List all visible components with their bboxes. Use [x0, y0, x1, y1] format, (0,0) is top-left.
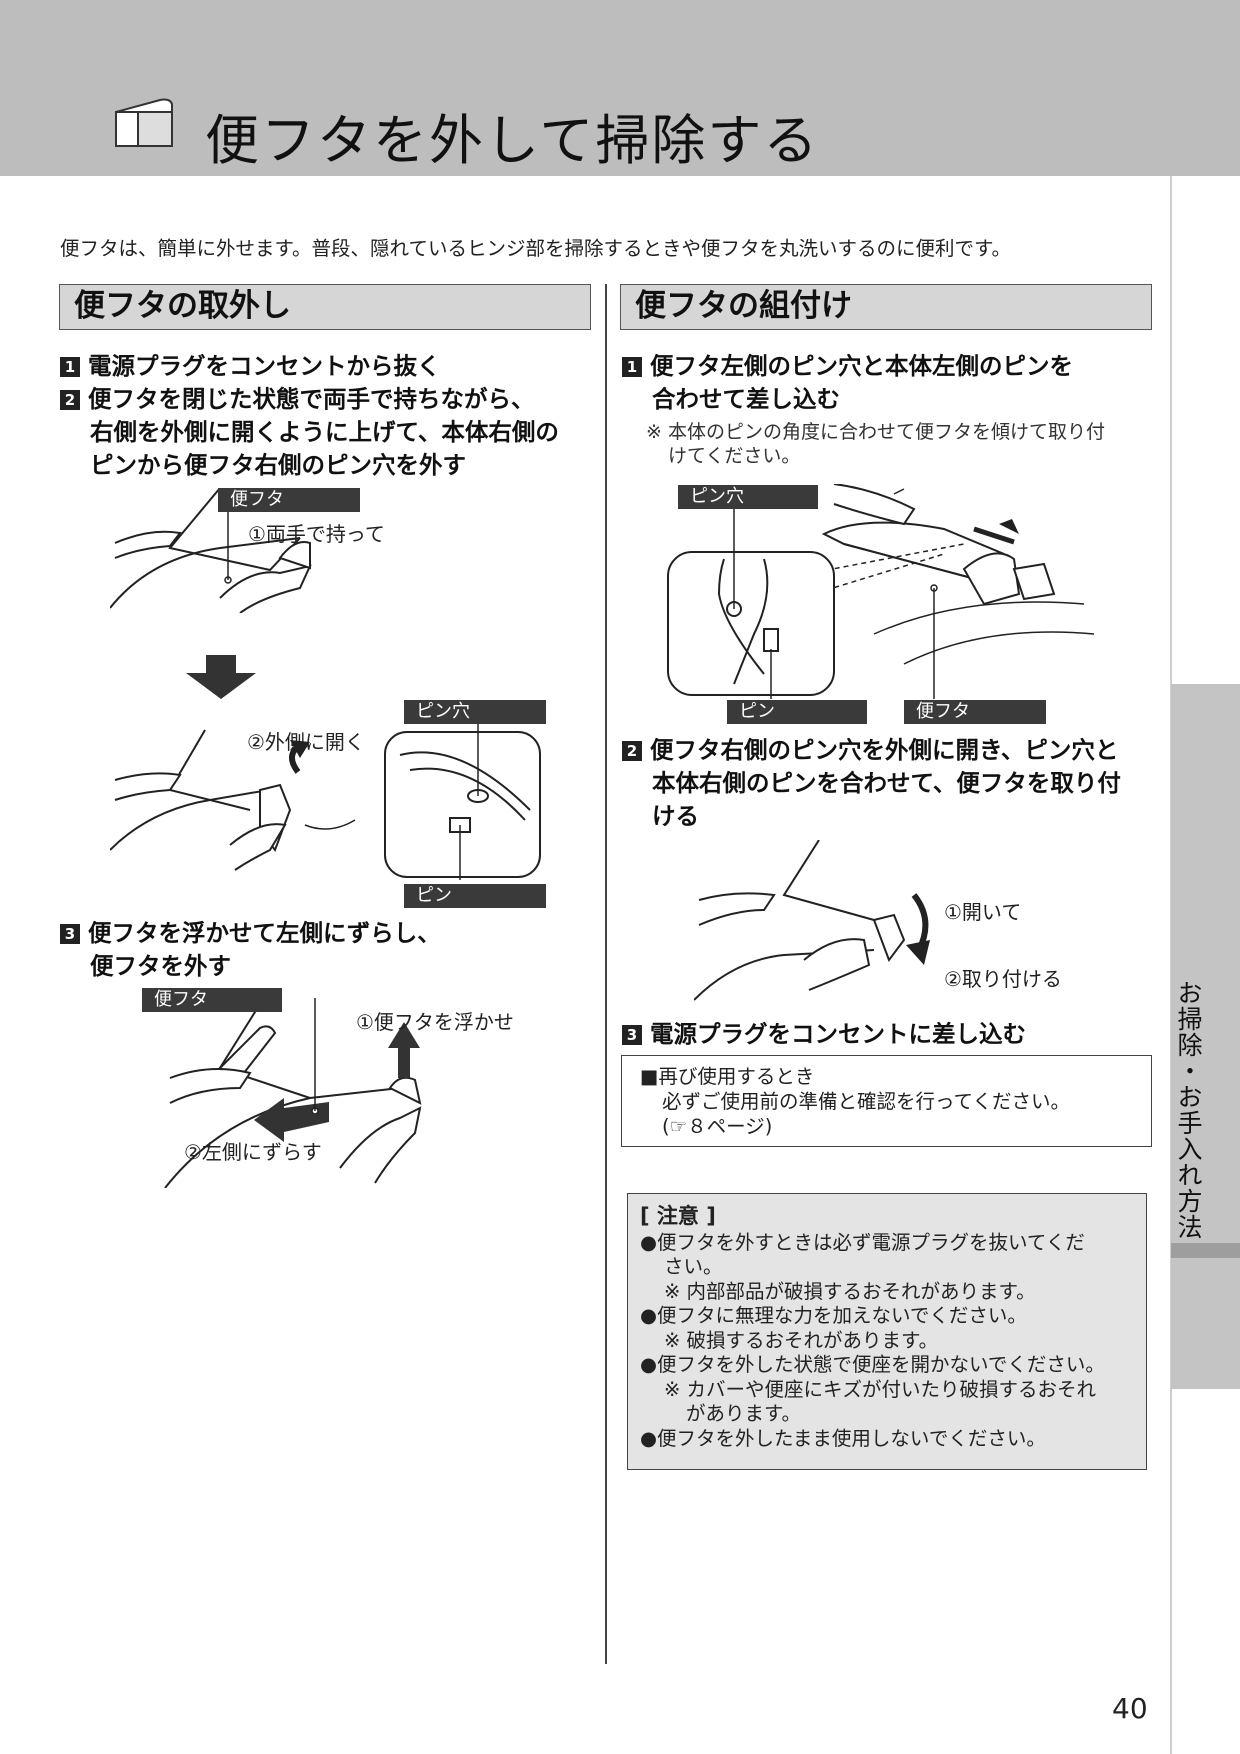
callout-slide-left: ②左側にずらす	[184, 1140, 322, 1164]
note-text: ※ 本体のピンの角度に合わせて便フタを傾けて取り付	[646, 421, 1105, 443]
toilet-lid-icon	[110, 90, 176, 154]
caution-item: ●便フタを外した状態で便座を開かないでください。	[640, 1353, 1105, 1376]
note-text: けてください。	[668, 445, 801, 467]
attach-step-2: 2 便フタ右側のピン穴を外側に開き、ピン穴と 本体右側のピンを合わせて、便フタを取…	[622, 734, 1121, 833]
removal-step-2: 2 便フタを閉じた状態で両手で持ちながら、 右側を外側に開くように上げて、本体右側…	[60, 383, 559, 482]
step-number: 2	[60, 390, 80, 410]
step-text: 便フタを閉じた状態で両手で持ちながら、	[88, 385, 535, 413]
section-heading-attach: 便フタの組付け	[620, 284, 1152, 330]
attach-step-3: 3 電源プラグをコンセントに差し込む	[622, 1018, 1026, 1051]
step-text: 電源プラグをコンセントから抜く	[88, 352, 441, 380]
step-text: ピンから便フタ右側のピン穴を外す	[90, 451, 466, 479]
label-lid: 便フタ	[142, 988, 282, 1012]
figure-attach-right	[694, 840, 934, 1002]
step-text: 便フタ右側のピン穴を外側に開き、ピン穴と	[650, 736, 1119, 764]
intro-text: 便フタは、簡単に外せます。普段、隠れているヒンジ部を掃除するときや便フタを丸洗い…	[60, 237, 1012, 260]
callout-open: ②外側に開く	[247, 730, 365, 754]
caution-title: [ 注意 ]	[640, 1204, 716, 1228]
page-ref-link[interactable]: (☞８ページ)	[662, 1115, 773, 1138]
caution-item: ●便フタを外したまま使用しないでください。	[640, 1426, 1046, 1450]
step-text: 便フタを浮かせて左側にずらし、	[88, 919, 441, 947]
caution-box: [ 注意 ] ●便フタを外すときは必ず電源プラグを抜いてくだ さい。 ※ 内部部…	[627, 1193, 1147, 1470]
callout-attach: ②取り付ける	[944, 967, 1062, 991]
caution-item-cont: さい。	[664, 1255, 723, 1278]
label-lid: 便フタ	[904, 700, 1046, 724]
step-text: 本体右側のピンを合わせて、便フタを取り付	[652, 769, 1121, 797]
removal-step-1: 1 電源プラグをコンセントから抜く	[60, 350, 441, 383]
step-text: 便フタ左側のピン穴と本体左側のピンを	[650, 352, 1073, 380]
caution-subitem-cont: があります。	[686, 1402, 802, 1425]
removal-step-3: 3 便フタを浮かせて左側にずらし、 便フタを外す	[60, 917, 441, 983]
caution-subitem: ※ カバーや便座にキズが付いたり破損するおそれ	[664, 1377, 1097, 1401]
step-text: 合わせて差し込む	[652, 385, 840, 413]
side-tab-stripe	[1171, 1243, 1240, 1258]
caution-item: ●便フタを外すときは必ず電源プラグを抜いてくだ	[640, 1230, 1085, 1254]
step-number: 3	[622, 1025, 642, 1045]
caution-item: ●便フタに無理な力を加えないでください。	[640, 1304, 1027, 1327]
section-heading-removal: 便フタの取外し	[59, 284, 591, 330]
label-pin-hole: ピン穴	[404, 700, 546, 724]
caution-subitem: ※ 破損するおそれがあります。	[664, 1328, 939, 1352]
figure-open-outside	[110, 700, 550, 880]
label-pin: ピン	[404, 884, 546, 908]
page-title: 便フタを外して掃除する	[205, 109, 820, 172]
attach-step-1-note: ※ 本体のピンの角度に合わせて便フタを傾けて取り付 けてください。	[646, 420, 1105, 468]
column-divider	[605, 284, 607, 1664]
page-number: 40	[1112, 1692, 1148, 1725]
step-text: ける	[652, 802, 699, 830]
label-pin: ピン	[727, 700, 867, 724]
callout-float: ①便フタを浮かせ	[356, 1010, 514, 1034]
figure-insert-left-pin	[664, 484, 1114, 699]
down-arrow-icon	[186, 655, 256, 699]
info-head: ■再び使用するとき	[640, 1065, 815, 1088]
step-number: 2	[622, 741, 642, 761]
step-number: 3	[60, 924, 80, 944]
callout-open: ①開いて	[944, 900, 1022, 924]
figure-hold-lid	[110, 488, 440, 613]
step-text: 電源プラグをコンセントに差し込む	[650, 1020, 1026, 1048]
step-number: 1	[622, 357, 642, 377]
side-tab-label: お掃除・お手入れ方法	[1174, 980, 1203, 1240]
caution-subitem: ※ 内部部品が破損するおそれがあります。	[664, 1279, 1036, 1303]
step-text: 右側を外側に開くように上げて、本体右側の	[90, 418, 559, 446]
side-tab	[1171, 684, 1240, 1389]
reuse-info-box: ■再び使用するとき 必ずご使用前の準備と確認を行ってください。 (☞８ページ)	[621, 1055, 1152, 1147]
attach-step-1: 1 便フタ左側のピン穴と本体左側のピンを 合わせて差し込む	[622, 350, 1073, 416]
label-pin-hole: ピン穴	[678, 485, 818, 509]
page-header: 便フタを外して掃除する	[0, 0, 1240, 176]
figure-float-slide	[160, 988, 460, 1188]
info-text: 必ずご使用前の準備と確認を行ってください。	[662, 1090, 1070, 1113]
step-number: 1	[60, 357, 80, 377]
callout-hold: ①両手で持って	[248, 522, 385, 546]
step-text: 便フタを外す	[90, 952, 231, 980]
label-lid: 便フタ	[218, 488, 360, 512]
